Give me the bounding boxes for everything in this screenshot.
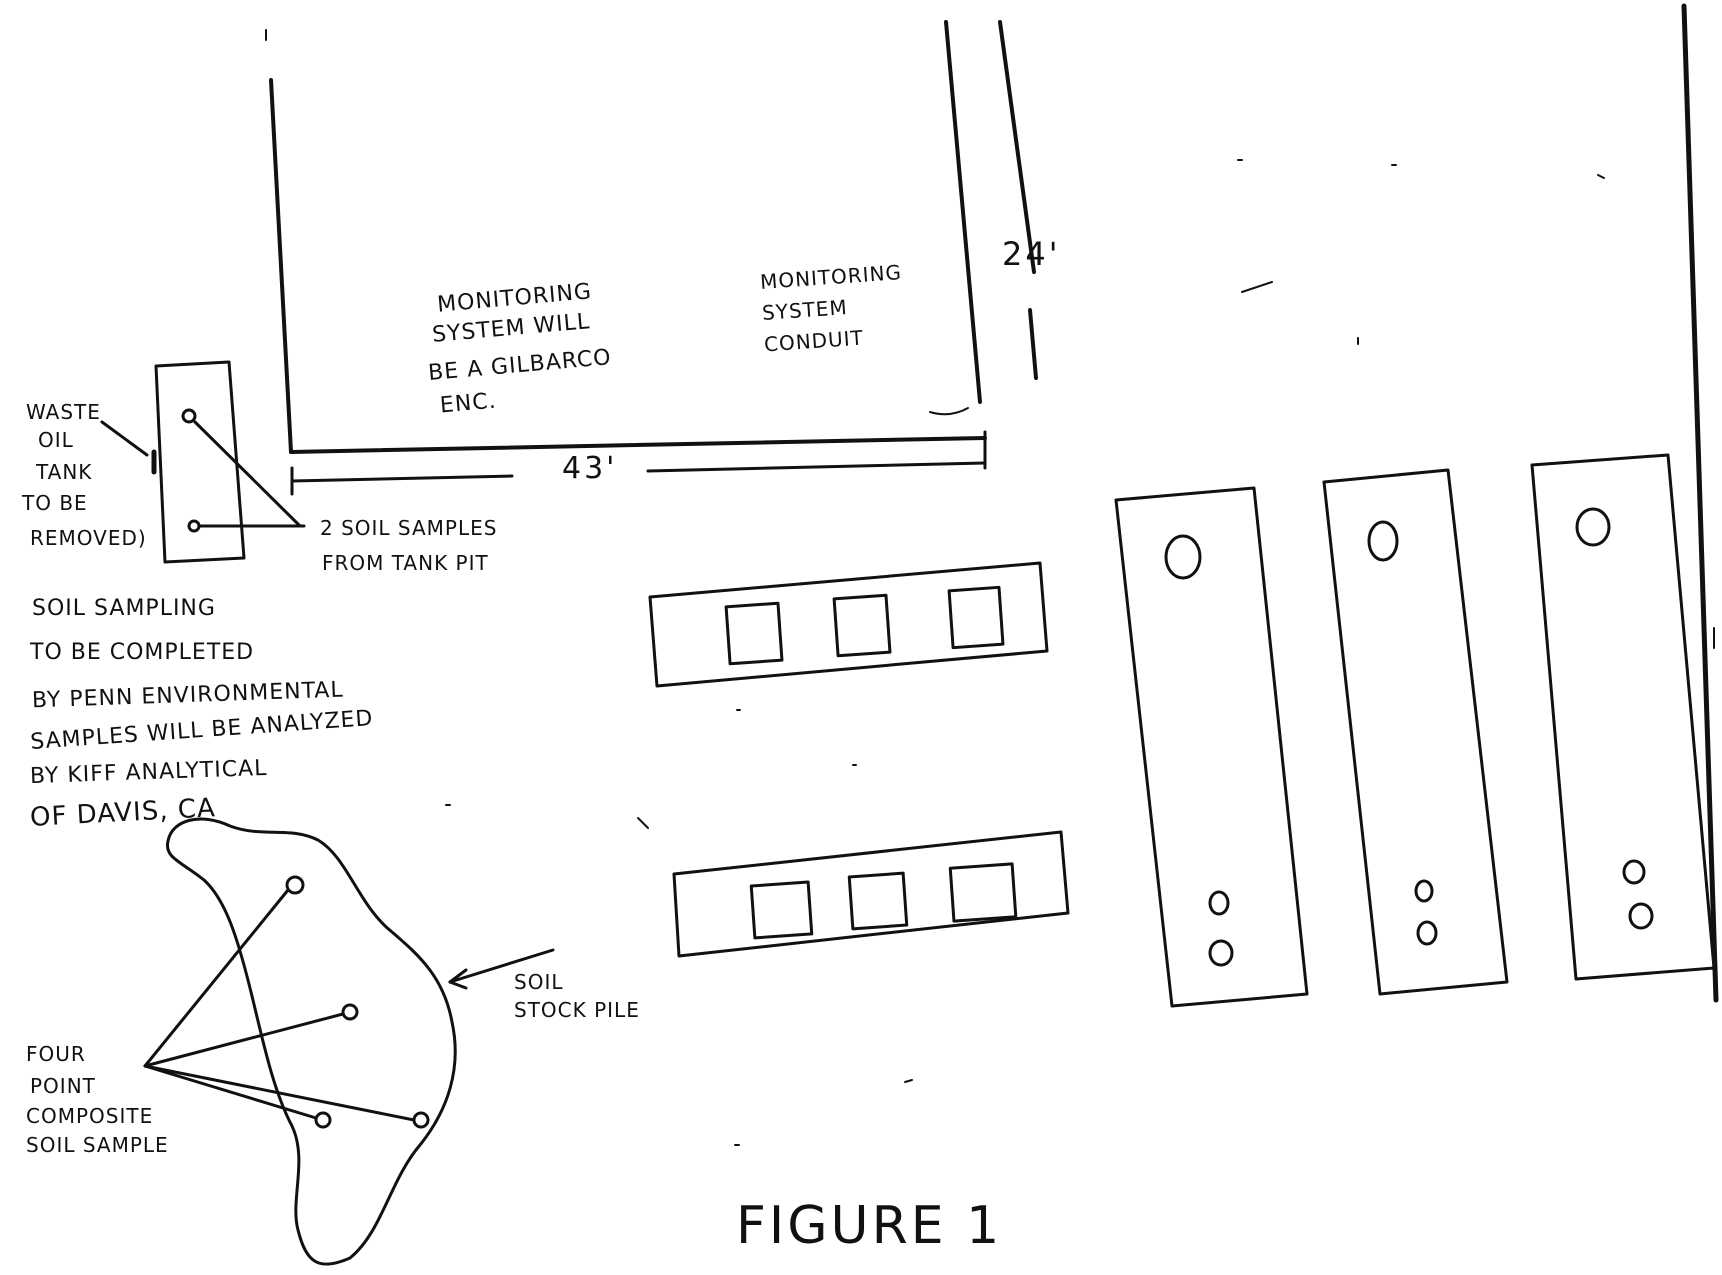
stock-pile-line-1: SOIL [514, 970, 564, 994]
composite-line-1: FOUR [26, 1042, 86, 1066]
storage-tank-2 [1322, 468, 1509, 996]
waste-tank-line-1: WASTE [26, 400, 101, 424]
dispenser-island-upper [648, 561, 1049, 688]
soil-sampling-line-2: TO BE COMPLETED [30, 640, 255, 665]
dispenser-island-lower [672, 830, 1070, 958]
storage-tank-1 [1114, 486, 1309, 1008]
width-dimension-label: 43' [562, 451, 618, 486]
figure-title: FIGURE 1 [736, 1196, 1003, 1256]
storage-tank-3 [1530, 453, 1716, 981]
conduit-mark [929, 407, 969, 416]
tank-pit-line-2: FROM TANK PIT [322, 551, 489, 575]
waste-oil-tank [100, 360, 306, 564]
stock-pile-arrow [448, 948, 555, 990]
soil-sampling-line-1: SOIL SAMPLING [32, 596, 216, 621]
soil-stock-pile [165, 817, 457, 1266]
conduit-line-3: CONDUIT [763, 325, 865, 357]
composite-line-3: COMPOSITE [26, 1104, 154, 1128]
composite-line-2: POINT [30, 1074, 96, 1098]
composite-sample-lines [143, 875, 430, 1129]
monitoring-line-4: ENC. [438, 388, 498, 419]
stock-pile-line-2: STOCK PILE [514, 998, 640, 1022]
conduit-line-2: SYSTEM [761, 295, 849, 325]
composite-line-4: SOIL SAMPLE [26, 1133, 169, 1157]
depth-dimension-label: 24' [1002, 235, 1061, 273]
tank-pit-line-1: 2 SOIL SAMPLES [320, 516, 498, 540]
waste-tank-line-2: OIL [38, 428, 74, 452]
width-dimension-line [290, 430, 987, 496]
waste-tank-line-4: TO BE [22, 491, 88, 515]
building-outline [269, 3, 1719, 1003]
scan-specks [265, 29, 1715, 1146]
waste-tank-line-5: REMOVED) [30, 526, 147, 550]
waste-tank-line-3: TANK [36, 460, 93, 484]
